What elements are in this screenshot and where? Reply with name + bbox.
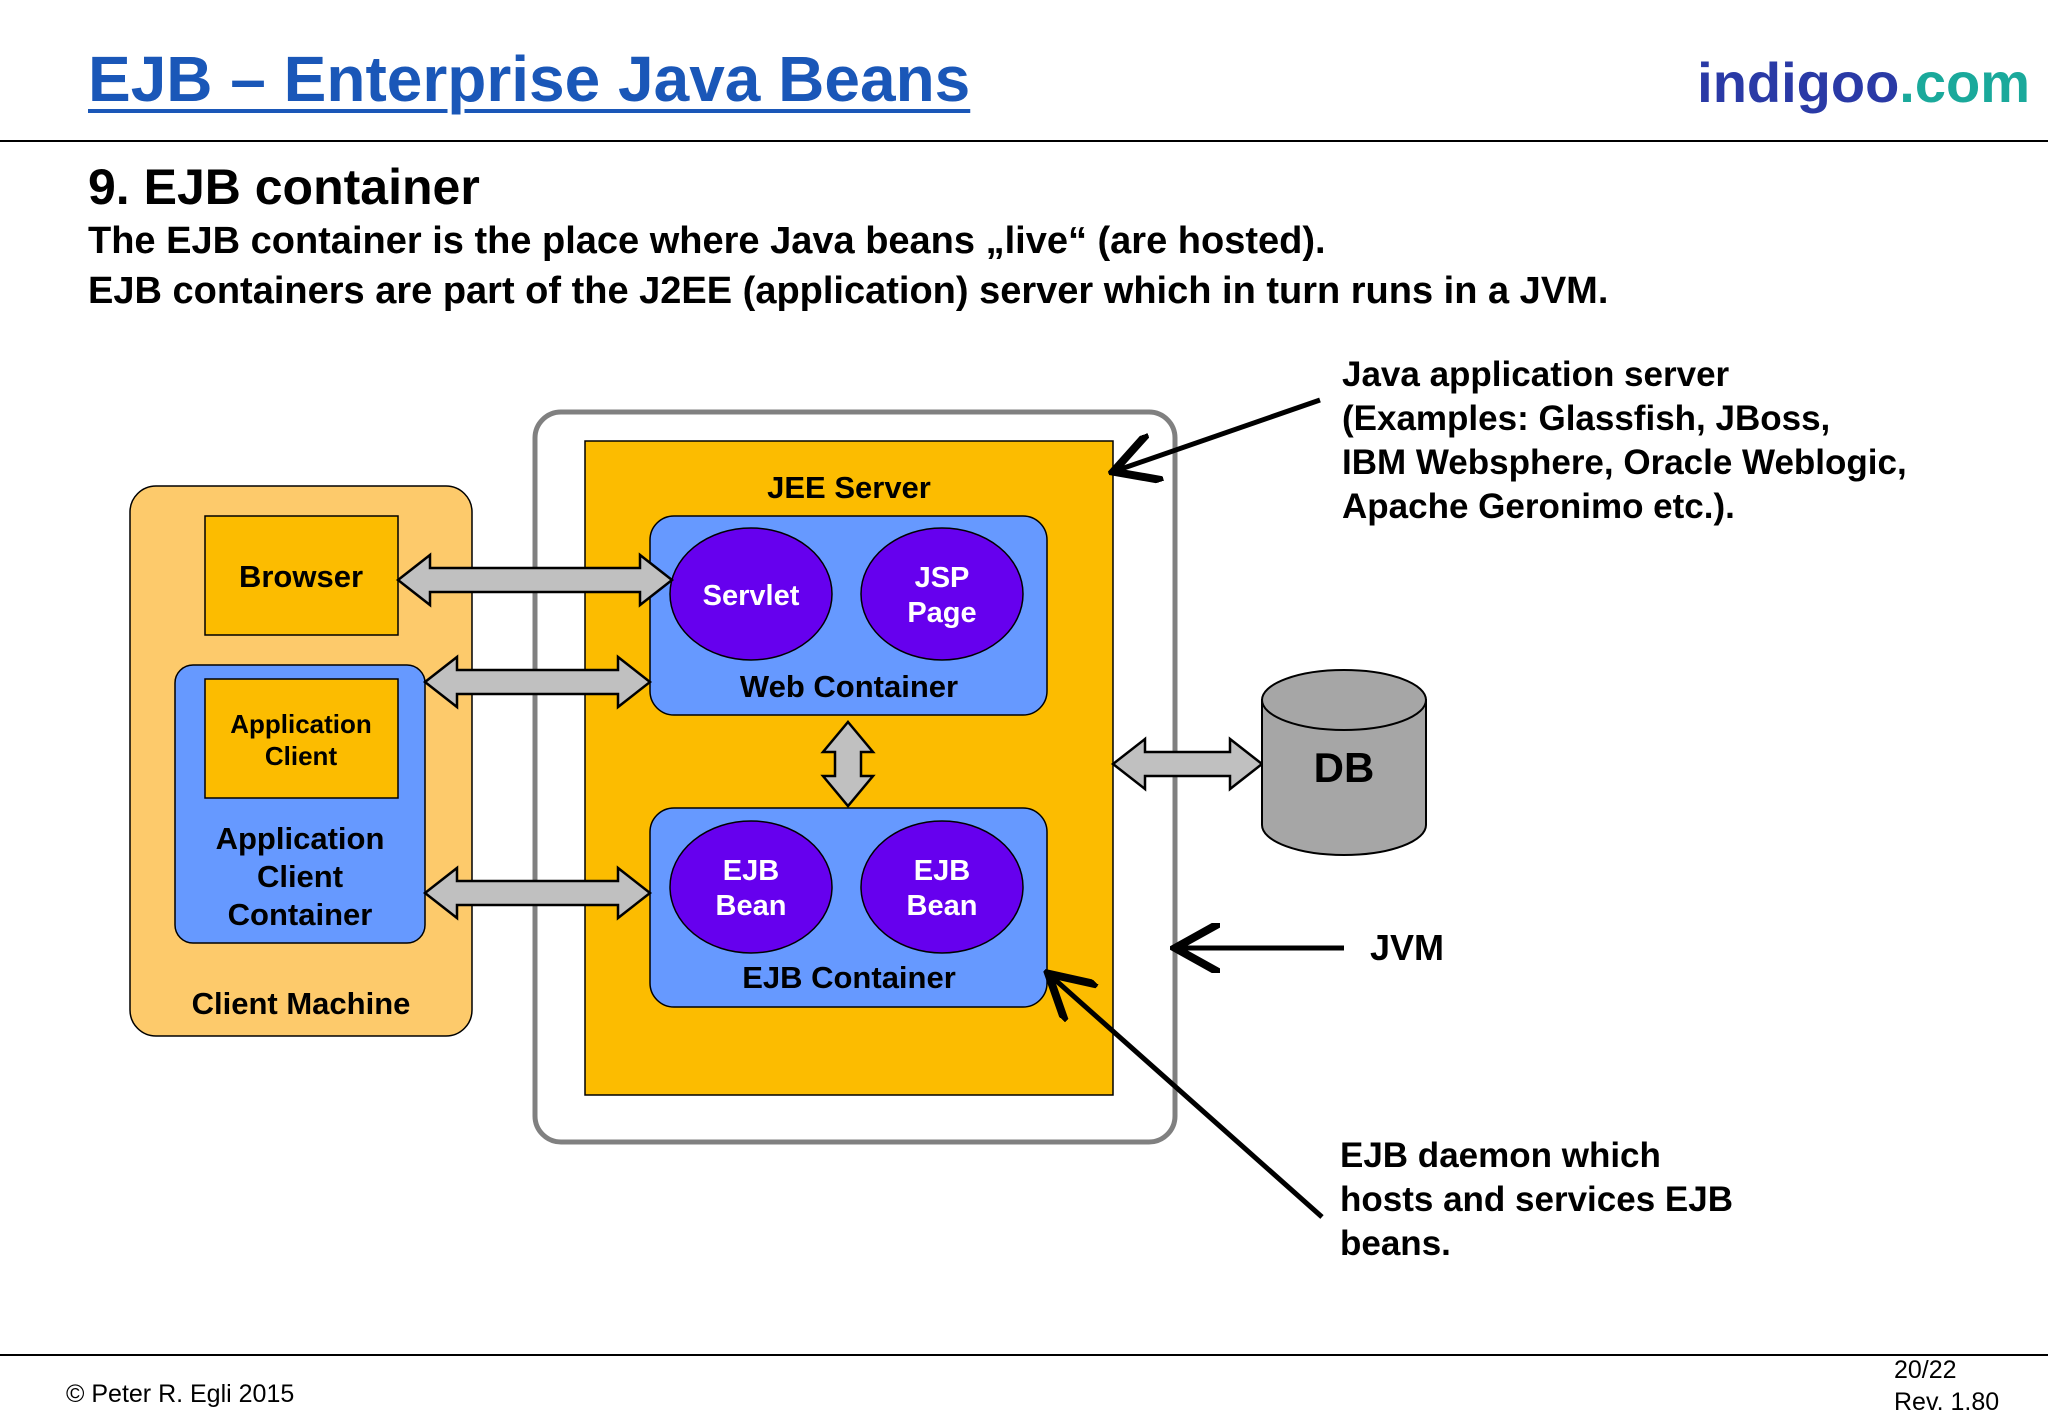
web-container-label: Web Container — [740, 669, 958, 704]
app-server-note-line-4: Apache Geronimo etc.). — [1342, 487, 1735, 526]
servlet-ellipse — [669, 527, 833, 661]
app-client-label-1: Application — [230, 709, 372, 739]
client-machine-label: Client Machine — [192, 986, 411, 1021]
slide-title: EJB – Enterprise Java Beans — [88, 43, 971, 115]
brand-main: indigoo — [1697, 51, 1900, 114]
browser-label: Browser — [239, 559, 363, 594]
app-client-box — [204, 678, 399, 799]
app-client-container-label-3: Container — [228, 897, 373, 932]
ejb-daemon-note-line-1: EJB daemon which — [1340, 1136, 1661, 1175]
jsp-label-2: Page — [907, 597, 976, 629]
appclient-web-arrow — [422, 654, 653, 710]
app-client-label-2: Client — [265, 741, 338, 771]
ejb-container-label: EJB Container — [742, 960, 956, 995]
app-server-note: Java application server (Examples: Glass… — [1342, 353, 1907, 529]
intro-line-1: The EJB container is the place where Jav… — [88, 220, 1326, 262]
web-ejb-arrow — [820, 720, 876, 808]
app-client-container-label-2: Client — [257, 859, 343, 894]
intro-line-2: EJB containers are part of the J2EE (app… — [88, 270, 1609, 312]
brand-logo: indigoo.com — [1697, 50, 2030, 115]
section-title: 9. EJB container — [88, 159, 480, 215]
copyright: © Peter R. Egli 2015 — [66, 1380, 295, 1408]
jee-db-arrow — [1110, 736, 1265, 792]
ejb-daemon-note-line-3: beans. — [1340, 1224, 1451, 1263]
header-rule — [0, 140, 2048, 142]
ejb-bean-2-label-1: EJB — [914, 855, 970, 887]
jvm-label: JVM — [1370, 927, 1444, 968]
ejb-bean-2-label-2: Bean — [907, 890, 978, 922]
ejb-bean-1-label-1: EJB — [723, 855, 779, 887]
app-server-note-line-3: IBM Websphere, Oracle Weblogic, — [1342, 443, 1907, 482]
browser-servlet-arrow — [395, 552, 675, 608]
footer-rule — [0, 1354, 2048, 1356]
revision: Rev. 1.80 — [1894, 1388, 2000, 1416]
jee-server-label: JEE Server — [767, 470, 931, 505]
app-server-note-line-2: (Examples: Glassfish, JBoss, — [1342, 399, 1831, 438]
page-number: 20/22 — [1894, 1356, 1957, 1384]
ejb-daemon-note: EJB daemon which hosts and services EJB … — [1340, 1134, 1733, 1266]
app-client-container-label-1: Application — [216, 821, 385, 856]
brand-tld: .com — [1899, 51, 2030, 114]
ejb-daemon-note-line-2: hosts and services EJB — [1340, 1180, 1733, 1219]
db-label: DB — [1314, 744, 1375, 791]
browser-box — [204, 515, 399, 636]
jsp-label-1: JSP — [915, 562, 970, 594]
ejb-daemon-pointer — [1052, 977, 1324, 1219]
db-cylinder — [1261, 669, 1427, 856]
ejb-bean-2-ellipse — [860, 820, 1024, 954]
servlet-label: Servlet — [703, 580, 800, 612]
appclient-ejb-arrow — [422, 865, 653, 921]
ejb-bean-1-label-2: Bean — [716, 890, 787, 922]
app-server-note-line-1: Java application server — [1342, 355, 1730, 394]
jsp-page-ellipse — [860, 527, 1024, 661]
ejb-bean-1-ellipse — [669, 820, 833, 954]
app-server-pointer — [1118, 397, 1321, 470]
